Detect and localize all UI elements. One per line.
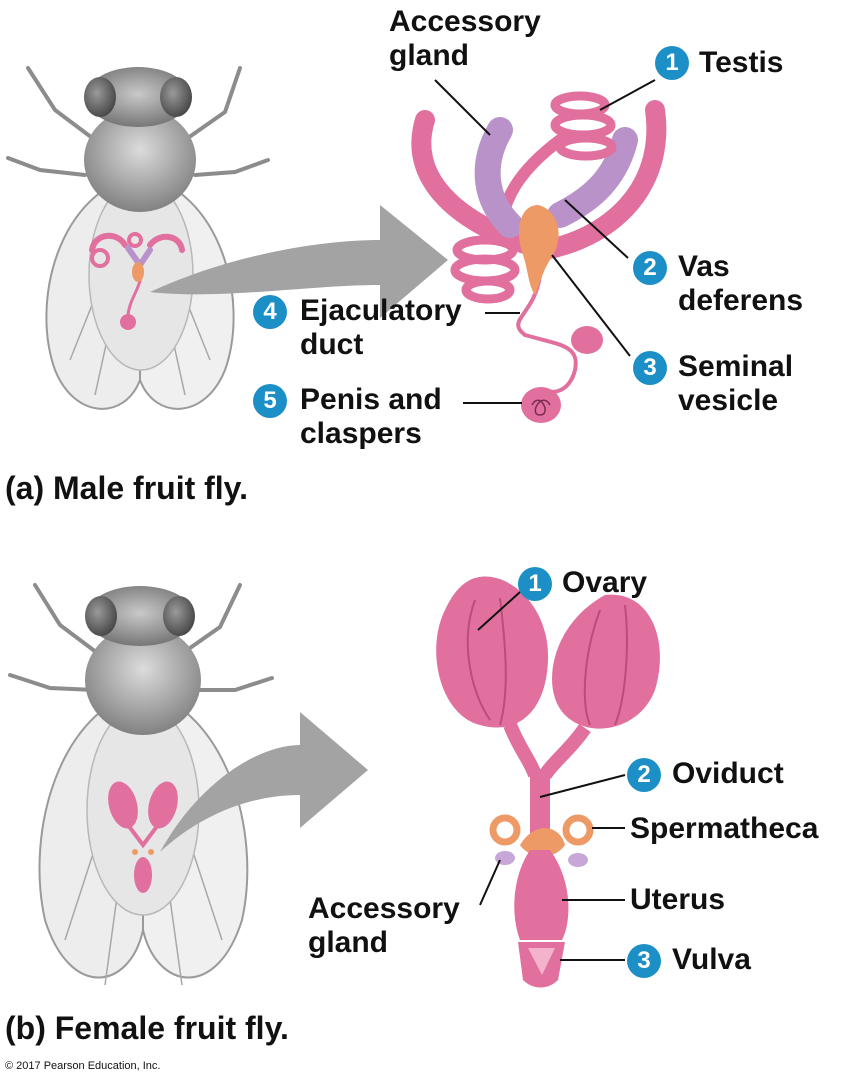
female-organs-enlarged [436, 576, 660, 988]
ovary-label: Ovary [562, 566, 648, 599]
seminal-vesicle-badge: 3 [633, 351, 667, 385]
oviduct-label: Oviduct [672, 757, 784, 790]
vas-deferens-badge: 2 [633, 251, 667, 285]
testis-badge: 1 [655, 46, 689, 80]
testis-label: Testis [699, 46, 784, 79]
male-caption: (a) Male fruit fly. [5, 470, 248, 506]
male-organs-enlarged [411, 91, 667, 394]
male-zoom-arrow [150, 205, 448, 318]
seminal-vesicle-label: Seminal vesicle [678, 350, 794, 417]
female-caption: (b) Female fruit fly. [5, 1010, 289, 1046]
vulva-label: Vulva [672, 943, 751, 976]
accessory-gland-label-male: Accessory gland [389, 5, 541, 72]
spermatheca-label: Spermatheca [630, 812, 819, 845]
female-fly-body [8, 583, 274, 986]
copyright-notice: © 2017 Pearson Education, Inc. [5, 1060, 161, 1072]
ovary-badge: 1 [518, 567, 552, 601]
ejaculatory-duct-label: Ejaculatory duct [300, 294, 462, 361]
female-zoom-arrow [160, 712, 368, 852]
oviduct-badge: 2 [627, 758, 661, 792]
vulva-badge: 3 [627, 944, 661, 978]
male-fly-body [6, 66, 270, 410]
penis-claspers-badge: 5 [253, 384, 287, 418]
ejaculatory-duct-badge: 4 [253, 295, 287, 329]
vas-deferens-label: Vas deferens [678, 250, 804, 317]
accessory-gland-label-female: Accessory gland [308, 892, 460, 959]
penis-claspers-label: Penis and claspers [300, 383, 442, 450]
uterus-label: Uterus [630, 883, 726, 916]
